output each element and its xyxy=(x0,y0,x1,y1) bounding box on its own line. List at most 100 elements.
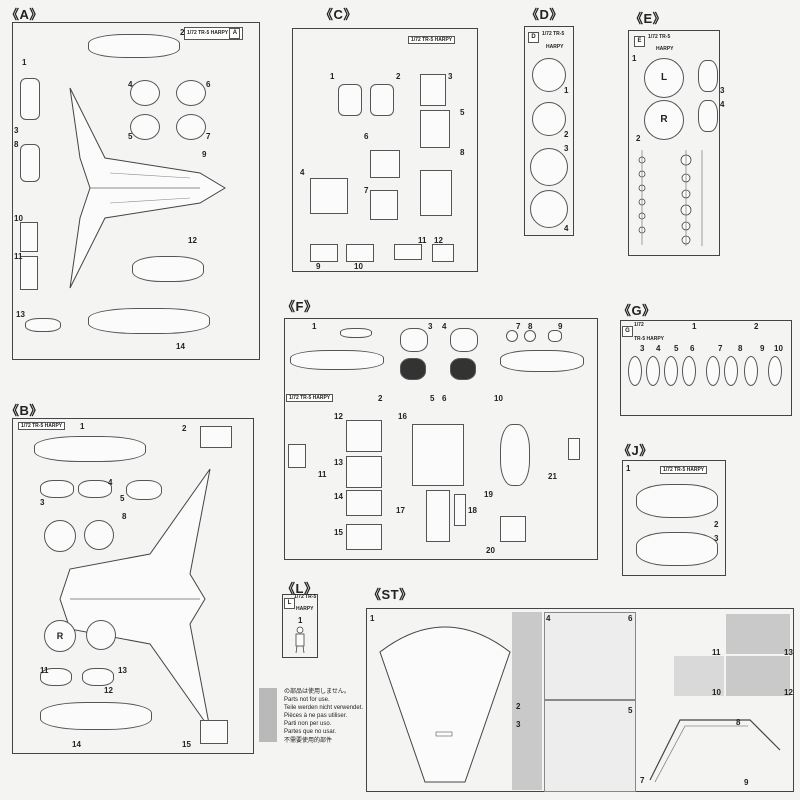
num-f-7: 7 xyxy=(516,322,521,331)
part-f-15 xyxy=(346,524,382,550)
section-a-label: 《A》 xyxy=(6,7,43,22)
part-st-7-arm xyxy=(649,719,781,783)
num-e-3: 3 xyxy=(720,86,725,95)
part-g-10 xyxy=(768,356,782,386)
unused-parts-legend: の部品は使用しません。 Parts not for use. Teile wer… xyxy=(284,688,363,745)
num-g-2: 2 xyxy=(754,322,759,331)
unused-parts-swatch xyxy=(259,688,277,742)
part-b-disc-r: R xyxy=(44,620,76,652)
part-g-6 xyxy=(682,356,696,386)
part-f-1 xyxy=(340,328,372,338)
part-d-1 xyxy=(532,58,566,92)
part-f-4 xyxy=(450,328,478,352)
legend-line-de: Teile werden nicht verwendet. xyxy=(284,705,364,712)
st-unused-block-1 xyxy=(726,614,790,654)
part-a-7 xyxy=(176,114,206,140)
num-f-13: 13 xyxy=(334,458,343,467)
part-f-14 xyxy=(346,490,382,516)
num-g-3: 3 xyxy=(640,344,645,353)
part-g-7 xyxy=(706,356,720,386)
part-f-2 xyxy=(290,350,384,370)
part-d-4 xyxy=(530,190,568,228)
legend-line-zh: 不需要使用的部件 xyxy=(284,737,333,744)
num-a-12: 12 xyxy=(188,236,197,245)
part-a-5 xyxy=(130,114,160,140)
part-g-3 xyxy=(628,356,642,386)
sprue-b-frame xyxy=(12,418,254,754)
st-unused-strip-1 xyxy=(512,612,542,790)
part-b-3 xyxy=(40,480,74,498)
sprue-e-tag-2: HARPY xyxy=(656,46,674,52)
part-st-1-stand-base xyxy=(379,626,511,783)
sprue-g-letter: G xyxy=(622,326,633,337)
part-f-3 xyxy=(400,328,428,352)
part-c-6 xyxy=(370,150,400,178)
num-a-13: 13 xyxy=(16,310,25,319)
part-a-10 xyxy=(20,222,38,252)
section-l-label: 《L》 xyxy=(282,581,318,596)
part-d-3 xyxy=(530,148,568,186)
num-f-8: 8 xyxy=(528,322,533,331)
part-b-15 xyxy=(200,720,228,744)
part-c-12 xyxy=(432,244,454,262)
num-b-3: 3 xyxy=(40,498,45,507)
num-a-2: 2 xyxy=(180,28,185,37)
num-b-8: 8 xyxy=(122,512,127,521)
num-f-4: 4 xyxy=(442,322,447,331)
sprue-e-letter: E xyxy=(634,36,645,47)
part-b-disc-top xyxy=(44,520,76,552)
sprue-j-frame xyxy=(622,460,726,576)
part-b-11 xyxy=(40,668,72,686)
part-f-18 xyxy=(454,494,466,526)
num-c-5: 5 xyxy=(460,108,465,117)
part-e-2-disc-r: R xyxy=(644,100,684,140)
num-st-13: 13 xyxy=(784,648,793,657)
part-b-1 xyxy=(34,436,146,462)
sprue-a-tag: 1/72 TR-5 HARPY A xyxy=(184,27,244,40)
num-g-4: 4 xyxy=(656,344,661,353)
part-a-14 xyxy=(88,308,210,334)
part-f-20 xyxy=(500,516,526,542)
sprue-g-tag-1: 1/72 xyxy=(634,322,644,328)
num-f-10: 10 xyxy=(494,394,503,403)
part-a-8 xyxy=(20,144,40,182)
sprue-f-tag: 1/72 TR-5 HARPY xyxy=(286,394,334,402)
part-c-11 xyxy=(394,244,422,260)
part-j-2 xyxy=(636,484,718,518)
part-b-14 xyxy=(40,702,152,730)
num-f-18: 18 xyxy=(468,506,477,515)
num-f-6: 6 xyxy=(442,394,447,403)
part-st-3-arm xyxy=(544,700,636,792)
part-a-2 xyxy=(88,34,180,58)
num-f-15: 15 xyxy=(334,528,343,537)
section-j-label: 《J》 xyxy=(618,443,653,458)
num-c-4: 4 xyxy=(300,168,305,177)
num-f-14: 14 xyxy=(334,492,343,501)
num-b-15: 15 xyxy=(182,740,191,749)
sprue-g-frame xyxy=(620,320,792,416)
num-b-1: 1 xyxy=(80,422,85,431)
st-unused-block-2 xyxy=(726,656,790,696)
num-f-17: 17 xyxy=(396,506,405,515)
num-g-1: 1 xyxy=(692,322,697,331)
part-a-6 xyxy=(176,80,206,106)
num-c-1: 1 xyxy=(330,72,335,81)
num-c-3: 3 xyxy=(448,72,453,81)
part-b-disc-bottom-2 xyxy=(86,620,116,650)
num-a-7: 7 xyxy=(206,132,211,141)
part-c-2 xyxy=(370,84,394,116)
section-f-label: 《F》 xyxy=(282,299,318,314)
num-g-8: 8 xyxy=(738,344,743,353)
num-a-5: 5 xyxy=(128,132,133,141)
num-a-4: 4 xyxy=(128,80,133,89)
num-j-1: 1 xyxy=(626,464,631,473)
legend-line-it: Parti non per uso. xyxy=(284,721,332,728)
num-g-7: 7 xyxy=(718,344,723,353)
part-f-8 xyxy=(524,330,536,342)
part-b-2 xyxy=(200,426,232,448)
num-c-11: 11 xyxy=(418,236,427,245)
num-st-3: 3 xyxy=(516,720,521,729)
sprue-c-frame xyxy=(292,28,478,272)
num-j-3: 3 xyxy=(714,534,719,543)
part-g-8 xyxy=(724,356,738,386)
